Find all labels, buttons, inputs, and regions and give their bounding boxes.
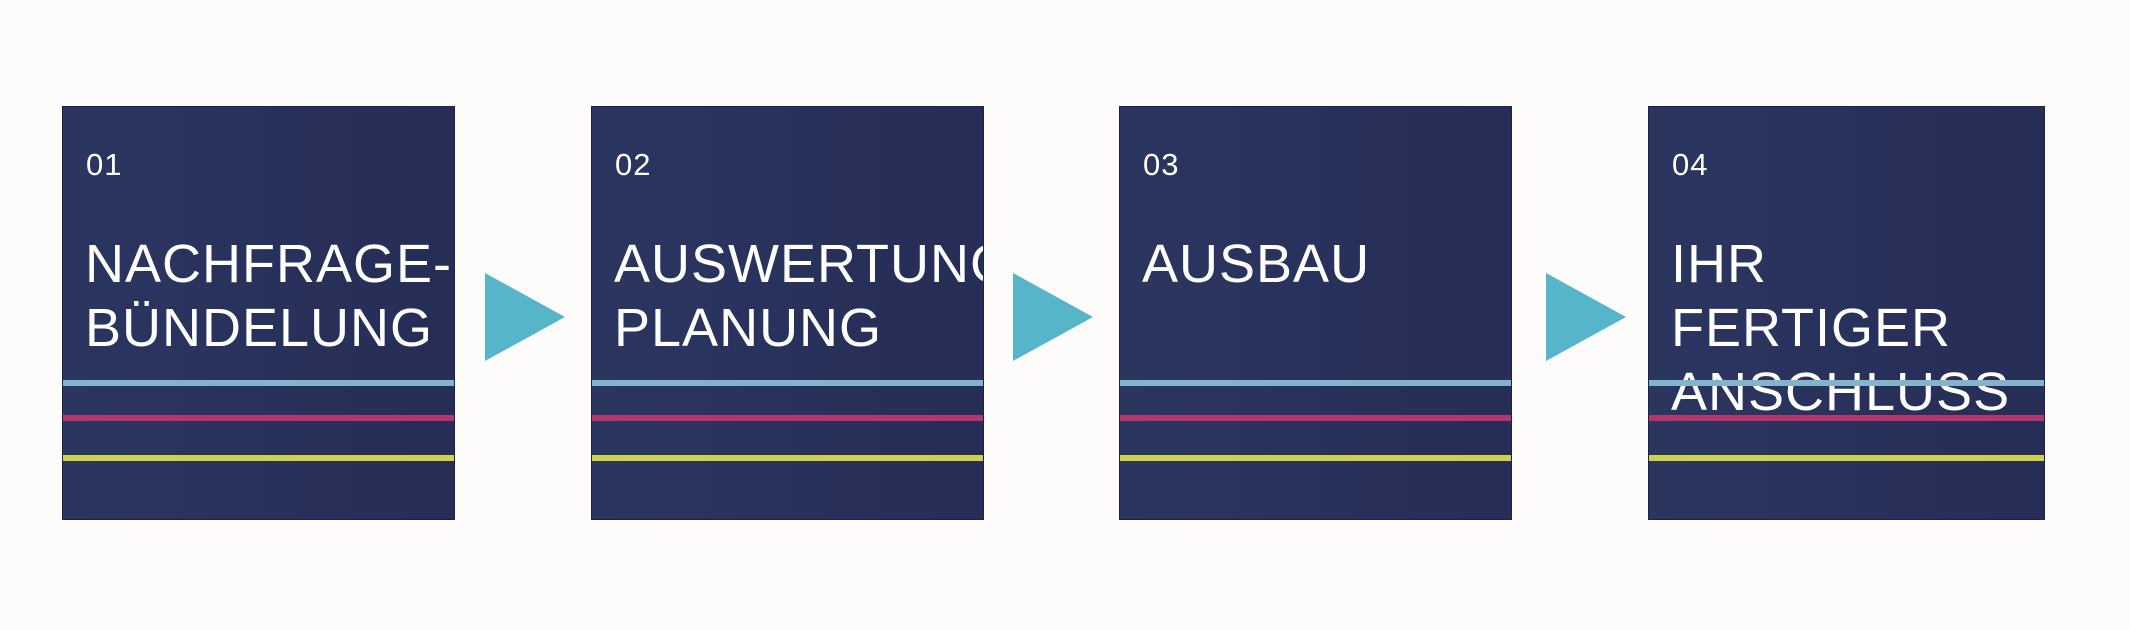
step-card-1: 01 NACHFRAGE- BÜNDELUNG — [62, 106, 455, 520]
step-title: AUSWERTUNG PLANUNG — [614, 234, 984, 358]
blue-stripe — [592, 380, 983, 386]
step-title: NACHFRAGE- BÜNDELUNG — [85, 234, 453, 358]
pink-stripe — [1649, 415, 2044, 421]
yellow-stripe — [1649, 455, 2044, 461]
yellow-stripe — [63, 455, 454, 461]
step-title: IHR FERTIGER ANSCHLUSS — [1671, 234, 2011, 422]
step-card-4: 04 IHR FERTIGER ANSCHLUSS — [1648, 106, 2045, 520]
blue-stripe — [1649, 380, 2044, 386]
step-number: 02 — [615, 147, 652, 182]
step-title: AUSBAU — [1142, 234, 1371, 294]
pink-stripe — [1120, 415, 1511, 421]
step-number: 03 — [1143, 147, 1180, 182]
blue-stripe — [1120, 380, 1511, 386]
pink-stripe — [63, 415, 454, 421]
arrow-right-icon — [1013, 273, 1093, 361]
step-number: 04 — [1672, 147, 1709, 182]
yellow-stripe — [592, 455, 983, 461]
step-card-3: 03 AUSBAU — [1119, 106, 1512, 520]
step-number: 01 — [86, 147, 123, 182]
pink-stripe — [592, 415, 983, 421]
yellow-stripe — [1120, 455, 1511, 461]
step-card-2: 02 AUSWERTUNG PLANUNG — [591, 106, 984, 520]
blue-stripe — [63, 380, 454, 386]
arrow-right-icon — [1546, 273, 1626, 361]
arrow-right-icon — [485, 273, 565, 361]
